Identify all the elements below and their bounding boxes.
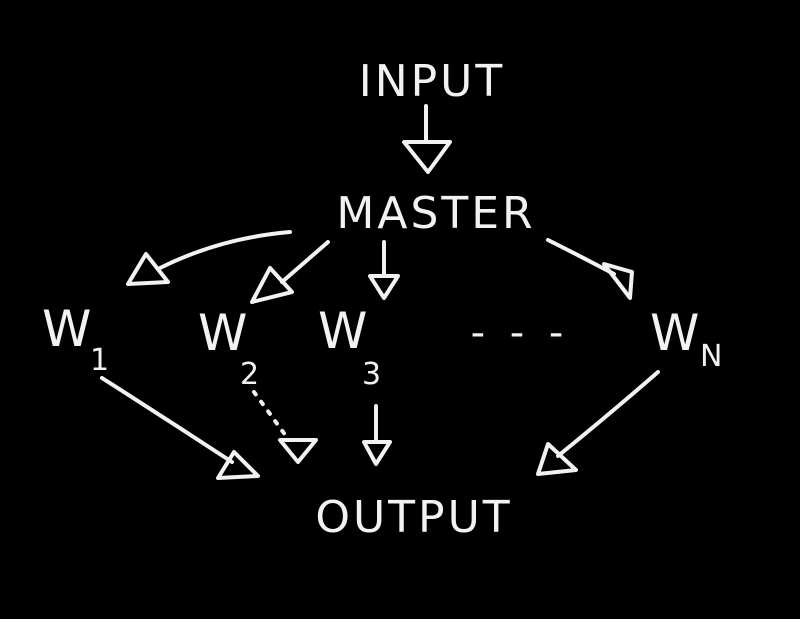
edge-w3-output xyxy=(362,404,392,466)
worker-1-letter: W xyxy=(42,300,91,358)
node-master: MASTER xyxy=(336,188,535,239)
worker-1: W 1 xyxy=(42,300,109,378)
worker-n-letter: W xyxy=(650,304,699,362)
edge-master-w3 xyxy=(368,240,400,300)
worker-3-subscript: 3 xyxy=(362,357,381,392)
edge-input-master xyxy=(402,104,452,174)
worker-n: W N xyxy=(650,304,722,374)
edge-w1-output xyxy=(100,376,260,480)
edge-w2-output xyxy=(252,390,318,464)
worker-3: W 3 xyxy=(318,302,381,392)
edge-master-w2 xyxy=(250,240,330,304)
edge-master-wn xyxy=(546,238,634,300)
worker-1-subscript: 1 xyxy=(90,343,109,378)
node-input: INPUT xyxy=(359,56,506,107)
worker-2-subscript: 2 xyxy=(240,357,259,392)
edge-master-w1 xyxy=(126,230,292,286)
node-output: OUTPUT xyxy=(315,492,512,543)
worker-2: W 2 xyxy=(198,304,259,392)
edge-wn-output xyxy=(536,370,660,476)
worker-n-subscript: N xyxy=(700,339,722,374)
worker-2-letter: W xyxy=(198,304,247,362)
worker-ellipsis: - - - xyxy=(471,310,570,356)
worker-3-letter: W xyxy=(318,302,367,360)
